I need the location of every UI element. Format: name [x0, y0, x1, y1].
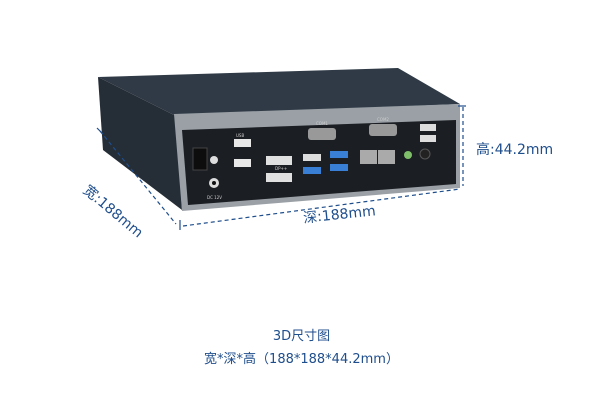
usb-port	[420, 135, 436, 142]
depth-dimension-line	[182, 188, 461, 227]
audio-jack-green	[404, 151, 412, 159]
displayport	[266, 156, 292, 165]
usb-port	[234, 159, 251, 167]
com2-label: COM2	[377, 117, 389, 122]
width-dimension-line	[99, 130, 177, 225]
chassis-top	[98, 68, 460, 116]
usb-port	[303, 154, 321, 161]
usb-port	[420, 124, 436, 131]
lan-port	[378, 150, 395, 164]
dimension-lines	[96, 105, 466, 230]
usb-port	[234, 139, 251, 147]
dc-label: DC 12V	[207, 195, 222, 200]
height-label: 高:44.2mm	[476, 142, 554, 158]
dp-label: DP++	[275, 166, 287, 171]
caption-title: 3D尺寸图	[272, 329, 331, 344]
usb3-port	[330, 151, 348, 158]
chassis-left-side	[98, 77, 182, 210]
audio-jack	[210, 156, 218, 164]
lan-port	[360, 150, 377, 164]
com1-label: COM1	[316, 121, 328, 126]
usb3-port	[330, 164, 348, 171]
usb3-port	[303, 167, 321, 174]
com1-port	[308, 128, 336, 140]
usb-label: USB	[236, 133, 244, 138]
caption-subtitle: 宽*深*高（188*188*44.2mm）	[204, 352, 399, 367]
mic-jack	[419, 148, 431, 160]
com2-port	[369, 124, 397, 136]
io-ports: USB COM1 COM2 DP++ DC 12V	[192, 117, 436, 200]
hdmi-port	[266, 173, 292, 182]
power-switch	[192, 147, 208, 171]
chassis	[98, 68, 460, 211]
